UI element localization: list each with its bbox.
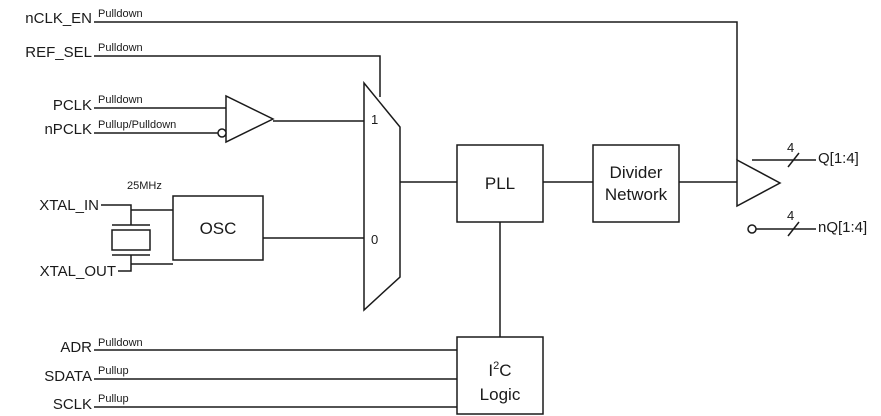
crystal-frequency-label: 25MHz xyxy=(127,180,162,192)
adr-label: ADR xyxy=(60,339,92,356)
nclk-en-wire xyxy=(94,21,738,160)
i2c-label-line1: I2C xyxy=(488,360,511,380)
osc-block xyxy=(172,195,264,261)
i2c-label-suffix: C xyxy=(499,361,511,380)
mux-input-1-label: 1 xyxy=(371,112,378,127)
i2c-label-line2: Logic xyxy=(480,385,521,404)
pclk-label: PCLK xyxy=(53,97,92,114)
ref-sel-pull-label: Pulldown xyxy=(98,42,143,54)
i2c-label-superscript: 2 xyxy=(493,360,499,372)
sdata-label: SDATA xyxy=(44,368,92,385)
sclk-label: SCLK xyxy=(53,396,92,413)
divider-network-block xyxy=(592,144,680,223)
mux-input-0-label: 0 xyxy=(371,232,378,247)
nq-inversion-bubble xyxy=(747,224,757,234)
input-mux xyxy=(363,80,401,312)
nclk-en-pull-label: Pulldown xyxy=(98,8,143,20)
ref-sel-label: REF_SEL xyxy=(25,44,92,61)
input-buffer-inversion-bubble xyxy=(217,128,227,138)
nq-output-label: nQ[1:4] xyxy=(818,219,867,236)
sclk-pull-label: Pullup xyxy=(98,393,129,405)
sdata-pull-label: Pullup xyxy=(98,365,129,377)
xtal-out-label: XTAL_OUT xyxy=(40,263,116,280)
i2c-logic-block xyxy=(456,336,544,415)
adr-pull-label: Pulldown xyxy=(98,337,143,349)
pll-label: PLL xyxy=(485,174,515,193)
crystal-icon xyxy=(111,229,151,251)
nq-bus-width-label: 4 xyxy=(787,208,794,223)
input-buffer xyxy=(225,94,275,144)
nq-bus-slash xyxy=(787,221,800,237)
output-buffer xyxy=(736,158,782,208)
divider-label-line1: Divider xyxy=(610,163,663,182)
nclk-en-label: nCLK_EN xyxy=(25,10,92,27)
xtal-out-wire xyxy=(118,255,132,272)
npclk-label: nPCLK xyxy=(44,121,92,138)
q-output-label: Q[1:4] xyxy=(818,150,859,167)
ref-sel-wire xyxy=(94,55,381,97)
osc-label: OSC xyxy=(200,219,237,238)
pclk-pull-label: Pulldown xyxy=(98,94,143,106)
divider-label-line2: Network xyxy=(605,185,668,204)
xtal-in-wire xyxy=(101,204,132,225)
i2c-label-base: I xyxy=(488,361,493,380)
xtal-in-label: XTAL_IN xyxy=(39,197,99,214)
q-bus-slash xyxy=(787,152,800,168)
q-bus-width-label: 4 xyxy=(787,140,794,155)
npclk-pull-label: Pullup/Pulldown xyxy=(98,119,176,131)
